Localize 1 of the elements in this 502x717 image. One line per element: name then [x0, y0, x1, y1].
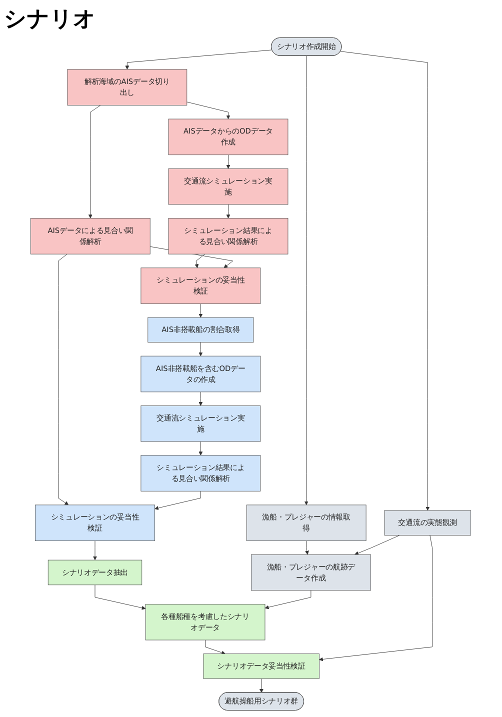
diagram-title: シナリオ: [4, 6, 96, 34]
